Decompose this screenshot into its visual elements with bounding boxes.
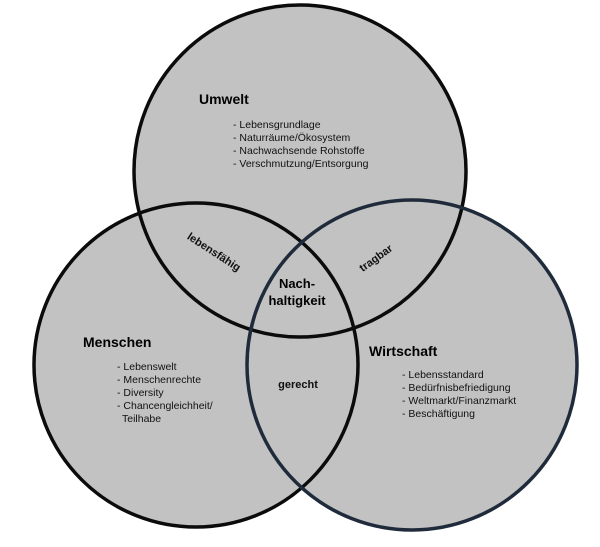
menschen-item: - Chancengleichheit/ — [117, 400, 213, 412]
wirtschaft-title: Wirtschaft — [369, 343, 438, 359]
outline-umwelt — [132, 3, 468, 339]
umwelt-item: - Naturräume/Ökosystem — [233, 132, 351, 144]
umwelt-title: Umwelt — [199, 91, 249, 107]
wirtschaft-item: - Bedürfnisbefriedigung — [402, 382, 511, 394]
circle-wirtschaft — [247, 200, 577, 530]
wirtschaft-item: - Lebensstandard — [402, 369, 484, 381]
menschen-item: - Diversity — [117, 387, 164, 399]
menschen-item: - Lebenswelt — [117, 361, 177, 373]
umwelt-item: - Lebensgrundlage — [233, 119, 321, 131]
center-label-line2: haltigkeit — [268, 293, 326, 308]
menschen-item: - Menschenrechte — [117, 374, 201, 386]
umwelt-item: - Nachwachsende Rohstoffe — [233, 145, 365, 157]
menschen-item: Teilhabe — [122, 413, 161, 425]
center-label-line1: Nach- — [279, 276, 315, 291]
menschen-title: Menschen — [83, 334, 151, 350]
wirtschaft-item: - Beschäftigung — [402, 408, 475, 420]
umwelt-item: - Verschmutzung/Entsorgung — [233, 158, 369, 170]
outline-wirtschaft — [245, 198, 579, 532]
outline-menschen — [32, 201, 360, 529]
wirtschaft-item: - Weltmarkt/Finanzmarkt — [402, 395, 516, 407]
overlap-menschen-wirtschaft: gerecht — [278, 379, 318, 391]
